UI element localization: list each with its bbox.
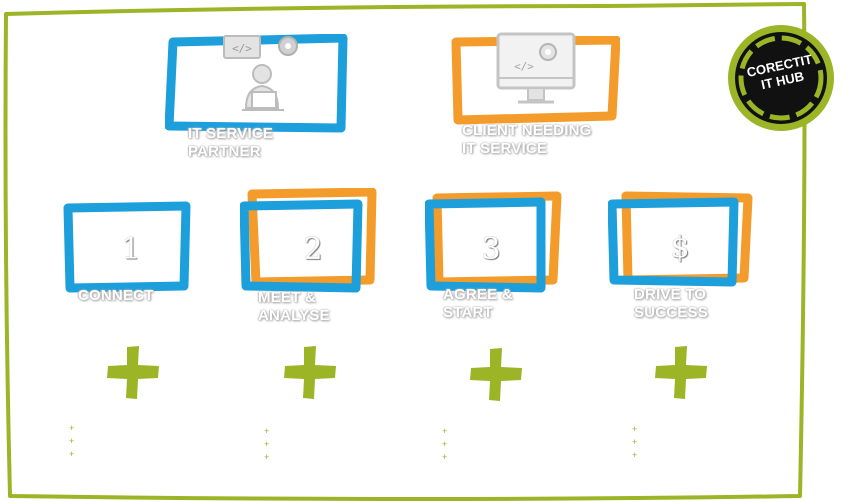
plus-icon	[107, 346, 159, 399]
step-frame-1	[63, 201, 191, 293]
role-label-client: CLIENT NEEDING IT SERVICE	[462, 122, 592, 157]
developer-at-computer-icon: </>	[223, 35, 298, 111]
svg-text:</>: </>	[232, 42, 252, 55]
bullet-list-3: + + +	[442, 426, 448, 462]
bullet-list-4: + + +	[632, 424, 638, 460]
role-label-partner: IT SERVICE PARTNER	[188, 125, 274, 160]
step-label-1: CONNECT	[78, 287, 154, 304]
plus-icon	[284, 346, 336, 399]
step-number-2: 2	[303, 232, 323, 267]
step-number-3: 3	[481, 232, 501, 267]
step-label-3: AGREE & START	[443, 286, 513, 321]
monitor-code-gear-icon: </>	[496, 32, 576, 104]
step-frame-2	[240, 188, 377, 293]
step-number-4: $	[670, 230, 690, 265]
corectit-logo-badge	[728, 25, 834, 131]
step-frame-3	[425, 191, 562, 293]
bullet-list-1: + + +	[69, 423, 75, 459]
plus-icon	[470, 348, 522, 401]
plus-icon	[655, 346, 707, 399]
step-frame-4	[608, 191, 753, 287]
step-number-1: 1	[121, 232, 141, 267]
step-label-2: MEET & ANALYSE	[258, 289, 330, 324]
bullet-list-2: + + +	[264, 426, 270, 462]
svg-text:</>: </>	[514, 60, 534, 73]
step-label-4: DRIVE TO SUCCESS	[634, 286, 708, 321]
